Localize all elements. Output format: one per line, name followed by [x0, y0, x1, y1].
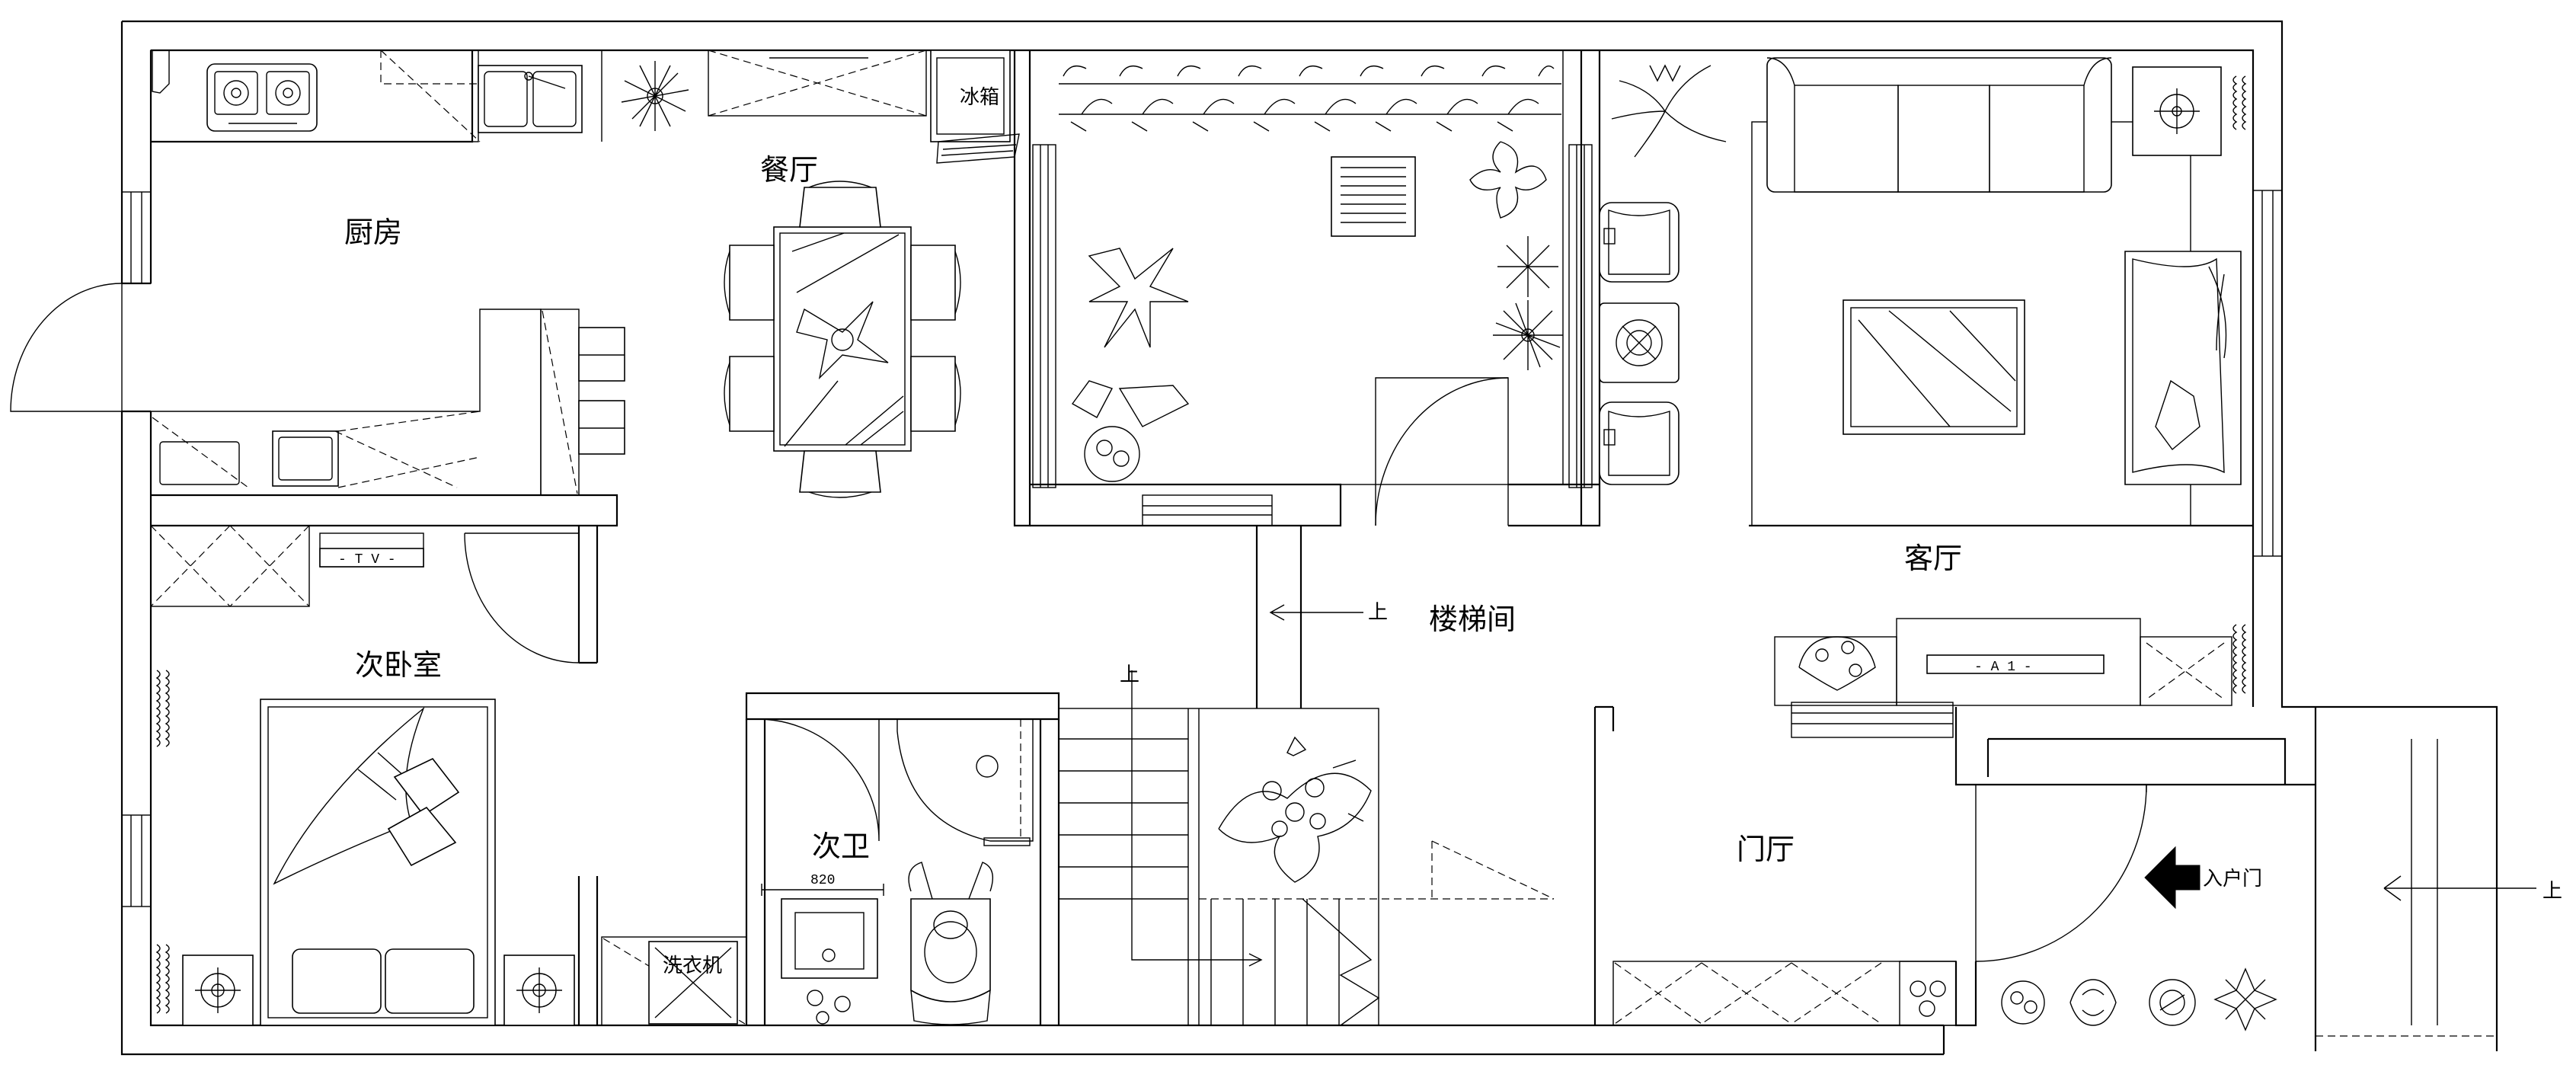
dimension-label: 820 — [810, 873, 835, 888]
stairwell: 上 上 — [1058, 601, 1554, 1026]
radiators — [155, 75, 2247, 1014]
toilet — [910, 898, 991, 1002]
room-label-foyer: 门厅 — [1737, 833, 1795, 866]
garden — [1029, 50, 1564, 526]
garden-plant-icon — [1084, 426, 1140, 482]
garden-plant-icon — [1497, 236, 1558, 297]
fridge — [930, 50, 1011, 142]
vent-grille — [1331, 156, 1416, 237]
dining — [724, 181, 961, 498]
garden-plant-icon — [1493, 300, 1563, 370]
washer-area: 洗衣机 — [601, 936, 747, 1026]
dining-table — [773, 226, 912, 452]
potted-plant-icon — [2213, 967, 2277, 1031]
kitchen-sink — [478, 65, 583, 133]
entrance-arrow-icon — [2144, 846, 2200, 910]
second-bedroom: - T V - — [150, 525, 575, 1026]
room-labels: 厨房 餐厅 次卧室 次卫 楼梯间 客厅 门厅 — [344, 153, 1962, 866]
bamboo-planting-icon — [1059, 66, 1561, 132]
potted-plant-icon — [1798, 636, 1876, 691]
up-stair-label: 上 — [1120, 664, 1139, 686]
loveseat — [2124, 251, 2242, 485]
entrance-door-label: 入户门 — [2203, 868, 2262, 891]
doors — [10, 283, 2147, 962]
second-bathroom: 820 — [761, 718, 1041, 1026]
living-tv — [1926, 654, 2105, 674]
fridge-label: 冰箱 — [960, 86, 999, 109]
room-label-dining: 餐厅 — [760, 153, 818, 187]
bedroom-tv-label: - T V - — [338, 552, 396, 568]
potted-plant-icon — [2149, 979, 2196, 1026]
room-label-kitchen: 厨房 — [344, 216, 402, 249]
washer-label: 洗衣机 — [663, 954, 722, 977]
living-tv-label: - A 1 - — [1974, 660, 2032, 675]
room-label-second-bedroom: 次卧室 — [355, 648, 442, 682]
potted-plant-icon — [621, 61, 689, 131]
living-tv-cabinet: - A 1 - — [1774, 618, 2232, 738]
fern-plant-icon — [1611, 64, 1727, 158]
kitchen-basin — [272, 430, 339, 487]
bar-stool — [578, 400, 625, 455]
gas-stove — [206, 63, 318, 132]
up-entrance-label: 上 — [2542, 880, 2562, 903]
bar-stool — [578, 327, 625, 382]
up-left-label: 上 — [1368, 601, 1388, 624]
room-label-stairwell: 楼梯间 — [1429, 603, 1516, 636]
table-centerpiece-icon — [796, 301, 889, 380]
room-label-living-room: 客厅 — [1904, 542, 1962, 575]
wash-basin — [781, 898, 878, 979]
potted-plant-icon — [2001, 980, 2045, 1025]
room-label-second-bathroom: 次卫 — [812, 830, 870, 863]
range-hood — [708, 50, 927, 117]
living-room — [1599, 57, 2242, 526]
coffee-table — [1843, 299, 2025, 435]
foyer: 入户门 上 — [1612, 739, 2562, 1037]
potted-plant-icon — [2069, 979, 2117, 1026]
garden-plant-icon — [1088, 248, 1189, 348]
kitchen: 冰箱 — [150, 50, 1020, 496]
living-side-chairs — [1599, 202, 1680, 485]
bedroom-tv — [319, 548, 424, 568]
windows — [121, 144, 2283, 907]
sofa — [1766, 57, 2112, 193]
garden-plant-icon — [1469, 141, 1547, 219]
dining-chairs — [724, 181, 961, 498]
floral-arrangement-icon — [1218, 736, 1372, 883]
